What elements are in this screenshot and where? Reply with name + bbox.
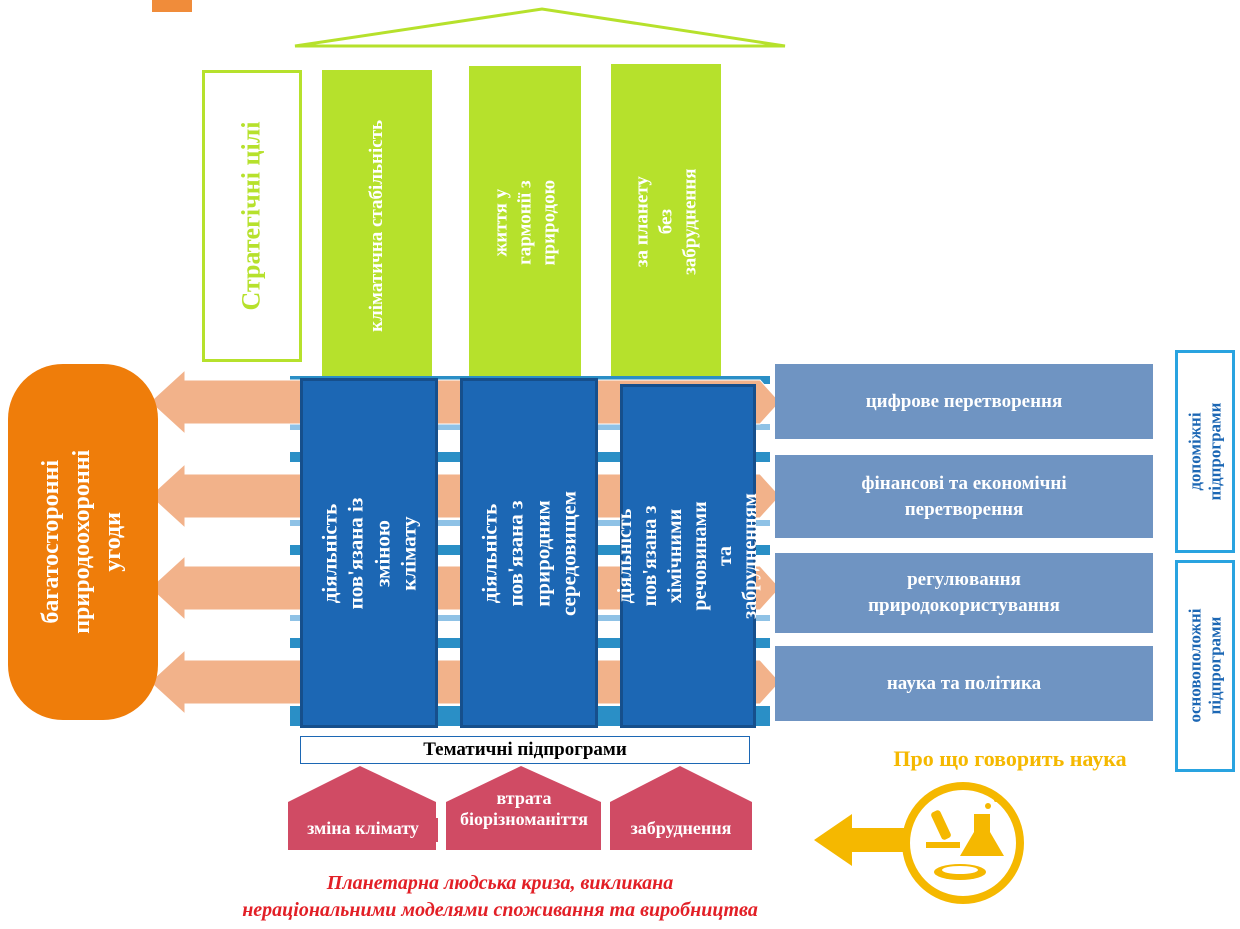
science-lab-icon <box>902 782 1024 904</box>
goal-harmony-with-nature: життя у гармонії з природою <box>469 66 581 380</box>
goal-climate-stability: кліматична стабільність <box>322 70 432 382</box>
activity-chemicals-pollution: діяльність пов'язана з хімічними речовин… <box>614 384 761 728</box>
goal-pollution-free: за планету без забруднення <box>611 64 721 380</box>
crisis-climate-change: зміна клімату <box>288 818 438 842</box>
activity-natural-environment: діяльність пов'язана з природним середов… <box>460 378 598 728</box>
multilateral-agreements: багатосторонні природоохоронні угоди <box>8 364 158 720</box>
auxiliary-subprograms-label: допоміжні підпрограми <box>1175 350 1235 553</box>
strategic-goals-heading: Стратегічні цілі <box>202 70 302 362</box>
thematic-subprograms-label: Тематичні підпрограми <box>300 736 750 764</box>
foundational-subprograms-label: основоположні підпрограми <box>1175 560 1235 772</box>
support-financial: фінансові та економічні перетворення <box>775 455 1153 538</box>
footer-crisis-caption: Планетарна людська криза, викликана нера… <box>120 870 880 926</box>
crisis-biodiversity-loss: втрата біорізноманіття <box>460 788 588 829</box>
footer-line-2: нераціональними моделями споживання та в… <box>242 899 758 921</box>
support-science-policy: наука та політика <box>775 646 1153 721</box>
activity-climate-change: діяльність пов'язана із зміною клімату <box>300 378 438 728</box>
footer-line-1: Планетарна людська криза, викликана <box>326 872 674 894</box>
support-digital: цифрове перетворення <box>775 364 1153 439</box>
support-regulation: регулювання природокористування <box>775 553 1153 633</box>
roof <box>294 7 786 48</box>
science-label: Про що говорить наука <box>893 746 1127 771</box>
science-arrow <box>814 814 916 866</box>
corner-mark <box>152 0 192 12</box>
crisis-pollution: забруднення <box>630 818 732 838</box>
